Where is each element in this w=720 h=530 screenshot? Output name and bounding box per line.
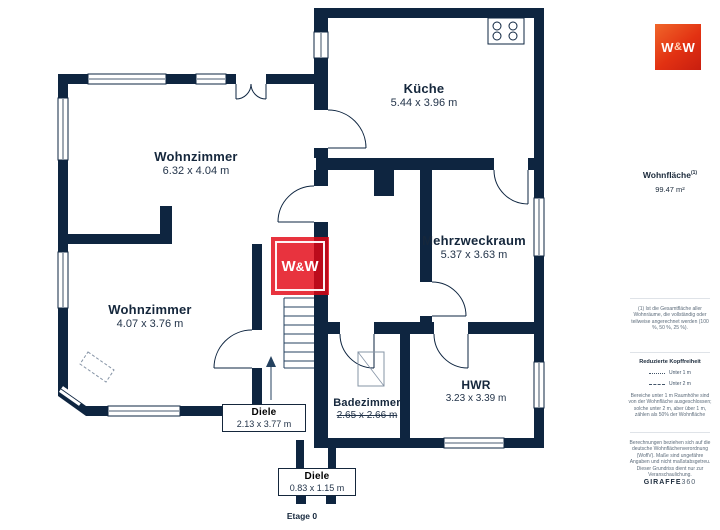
floor-label: Etage 0 [286,511,318,521]
dotted-line-icon [649,372,666,374]
room-name: Wohnzimmer [108,302,192,317]
room-label-wohnzimmer-2: Wohnzimmer 4.07 x 3.76 m [108,302,191,330]
brand-suffix: 360 [681,479,697,486]
area-footnote: (1) Ist die Gesamtfläche aller Wohnräume… [631,306,709,332]
room-name: Küche [403,81,445,96]
brand-name: GIRAFFE [643,479,682,486]
giraffe360-logo: GIRAFFE360 [620,479,720,486]
logo-ampersand: & [674,41,682,53]
stove-icon [487,17,525,45]
watermark-text: W&W [281,257,319,275]
staircase [283,297,314,369]
divider [630,432,710,433]
info-sidebar: W&W Wohnfläche(1) 99.47 m² (1) Ist die G… [620,0,720,530]
room-dims: 4.07 x 3.76 m [116,318,184,330]
living-area-value: 99.47 m² [655,185,685,194]
room-dims: 2.65 x 2.66 m [336,410,398,421]
room-dims: 6.32 x 4.04 m [162,165,230,177]
headroom-marker [79,351,115,383]
room-label-hwr: HWR 3.23 x 3.39 m [446,378,507,404]
doors-group [213,83,529,497]
room-label-kueche: Küche 5.44 x 3.96 m [391,81,458,109]
room-dims: 5.37 x 3.63 m [440,249,508,261]
room-label-diele-1: Diele 2.13 x 3.77 m [222,404,306,432]
room-name: HWR [461,378,491,392]
footnote-marker: (1) [690,170,698,177]
logo-letter: W [682,39,695,55]
room-name: Wohnzimmer [154,149,238,164]
disclaimer-note: Berechnungen beziehen sich auf die deuts… [629,440,711,479]
room-dims: 3.23 x 3.39 m [445,393,507,404]
room-label-wohnzimmer-1: Wohnzimmer 6.32 x 4.04 m [154,149,237,177]
legend-title: Reduzierte Kopffreiheit [639,359,701,365]
legend-label: Unter 1 m [669,370,691,376]
room-label-mehrzweckraum: Mehrzweckraum 5.37 x 3.63 m [422,233,526,261]
stairs-direction-arrow [266,356,276,400]
room-label-diele-2: Diele 0.83 x 1.15 m [278,468,356,496]
ww-logo: W&W [655,24,701,70]
watermark-frame [275,241,325,291]
legend-note: Bereiche unter 1 m Raumhöhe sind von der… [628,393,712,419]
room-name: Diele [304,471,330,482]
room-dims: 5.44 x 3.96 m [390,97,458,109]
bath-fixture-icon [357,351,385,387]
room-label-badezimmer: Badezimmer 2.65 x 2.66 m [333,397,400,421]
legend-label: Unter 2 m [669,381,691,387]
logo-letter: W [661,39,674,55]
room-name: Diele [251,407,277,418]
legend-item-under-2m: Unter 2 m [620,381,720,387]
windows-group [57,31,545,449]
divider [630,352,710,353]
room-name: Mehrzweckraum [422,233,526,248]
divider [630,298,710,299]
ww-watermark: W&W [271,237,329,295]
legend-item-under-1m: Unter 1 m [620,370,720,376]
living-area-block: Wohnfläche(1) 99.47 m² [620,170,720,194]
room-name: Badezimmer [333,397,401,409]
room-dims: 0.83 x 1.15 m [289,483,345,493]
dashed-line-icon [649,383,666,385]
room-dims: 2.13 x 3.77 m [236,419,292,429]
living-area-label: Wohnfläche(1) [642,170,698,180]
